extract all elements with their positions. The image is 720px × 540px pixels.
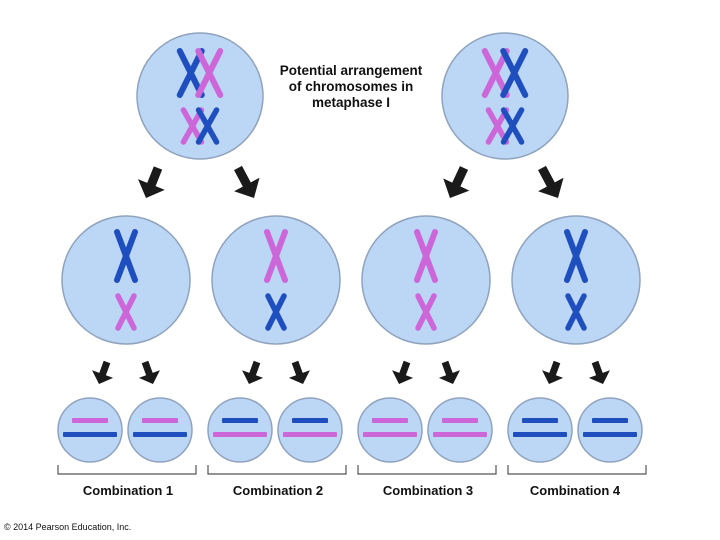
chromosome [195, 48, 224, 98]
combination-4-label: Combination 4 [529, 483, 621, 498]
chromatid-arm [500, 107, 525, 145]
gamete-cell-3-2 [427, 397, 493, 463]
arrow-daughter-2-left [242, 360, 264, 384]
chromatid-short [592, 418, 628, 423]
daughter-cell-2 [211, 215, 341, 345]
chromatid-short [522, 418, 558, 423]
chromatid-arm [564, 229, 588, 283]
chromosome [195, 107, 220, 145]
diagram-title: Potential arrangement of chromosomes in … [270, 63, 432, 111]
chromatid-long [433, 432, 487, 437]
daughter-chromosome-large-3 [414, 229, 438, 283]
chromatid-arm [114, 229, 138, 283]
arrow-daughter-1-left [92, 360, 114, 384]
arrow-daughter-4-left [542, 360, 564, 384]
arrow-daughter-3-right [438, 360, 460, 384]
chromatid-arm [414, 229, 438, 283]
chromatid-long [583, 432, 637, 437]
gamete-cell-2-2 [277, 397, 343, 463]
combination-3-label: Combination 3 [382, 483, 474, 498]
homolog-pair-small-1 [180, 107, 220, 145]
chromatid-short [72, 418, 108, 423]
daughter-chromosome-small-4 [565, 293, 587, 331]
arrow-daughter-1-right [138, 360, 160, 384]
arrow-daughter-3-left [392, 360, 414, 384]
arrow-metaphase-2-left [443, 166, 470, 198]
copyright-notice: © 2014 Pearson Education, Inc. [4, 522, 132, 532]
chromatid-arm [115, 293, 137, 331]
chromatid-long [283, 432, 337, 437]
chromatid-short [372, 418, 408, 423]
combination-2-bracket [207, 465, 347, 475]
homolog-pair-large-1 [176, 48, 224, 98]
gamete-cell-1-2 [127, 397, 193, 463]
combination-4-bracket [507, 465, 647, 475]
combination-3-bracket [357, 465, 497, 475]
combination-2-label: Combination 2 [232, 483, 324, 498]
gamete-cell-1-1 [57, 397, 123, 463]
daughter-chromosome-small-3 [415, 293, 437, 331]
chromatid-arm [500, 48, 529, 98]
daughter-cell-1 [61, 215, 191, 345]
chromatid-long [213, 432, 267, 437]
daughter-cell-4 [511, 215, 641, 345]
gamete-cell-3-1 [357, 397, 423, 463]
daughter-chromosome-large-2 [264, 229, 288, 283]
daughter-cell-3 [361, 215, 491, 345]
arrow-metaphase-1-right [234, 165, 260, 198]
arrow-daughter-4-right [588, 360, 610, 384]
chromatid-arm [565, 293, 587, 331]
chromatid-short [222, 418, 258, 423]
chromatid-arm [264, 229, 288, 283]
daughter-chromosome-small-1 [115, 293, 137, 331]
chromatid-arm [415, 293, 437, 331]
gamete-cell-4-2 [577, 397, 643, 463]
chromatid-long [133, 432, 187, 437]
arrow-daughter-2-right [288, 360, 310, 384]
chromosome [500, 48, 529, 98]
combination-1-label: Combination 1 [82, 483, 174, 498]
chromatid-arm [265, 293, 287, 331]
title-line-2: of chromosomes in [288, 79, 414, 94]
chromatid-short [292, 418, 328, 423]
daughter-chromosome-small-2 [265, 293, 287, 331]
arrow-metaphase-2-right [538, 165, 564, 198]
gamete-cell-2-1 [207, 397, 273, 463]
arrow-metaphase-1-left [138, 166, 165, 198]
homolog-pair-large-2 [481, 48, 529, 98]
combination-1-bracket [57, 465, 197, 475]
chromosome [500, 107, 525, 145]
daughter-chromosome-large-1 [114, 229, 138, 283]
title-line-3: metaphase I [311, 95, 391, 110]
chromatid-long [513, 432, 567, 437]
chromatid-arm [195, 48, 224, 98]
title-line-1: Potential arrangement [279, 63, 423, 78]
chromatid-long [363, 432, 417, 437]
chromatid-long [63, 432, 117, 437]
chromatid-arm [195, 107, 220, 145]
homolog-pair-small-2 [485, 107, 525, 145]
chromatid-short [142, 418, 178, 423]
chromatid-short [442, 418, 478, 423]
gamete-cell-4-1 [507, 397, 573, 463]
daughter-chromosome-large-4 [564, 229, 588, 283]
